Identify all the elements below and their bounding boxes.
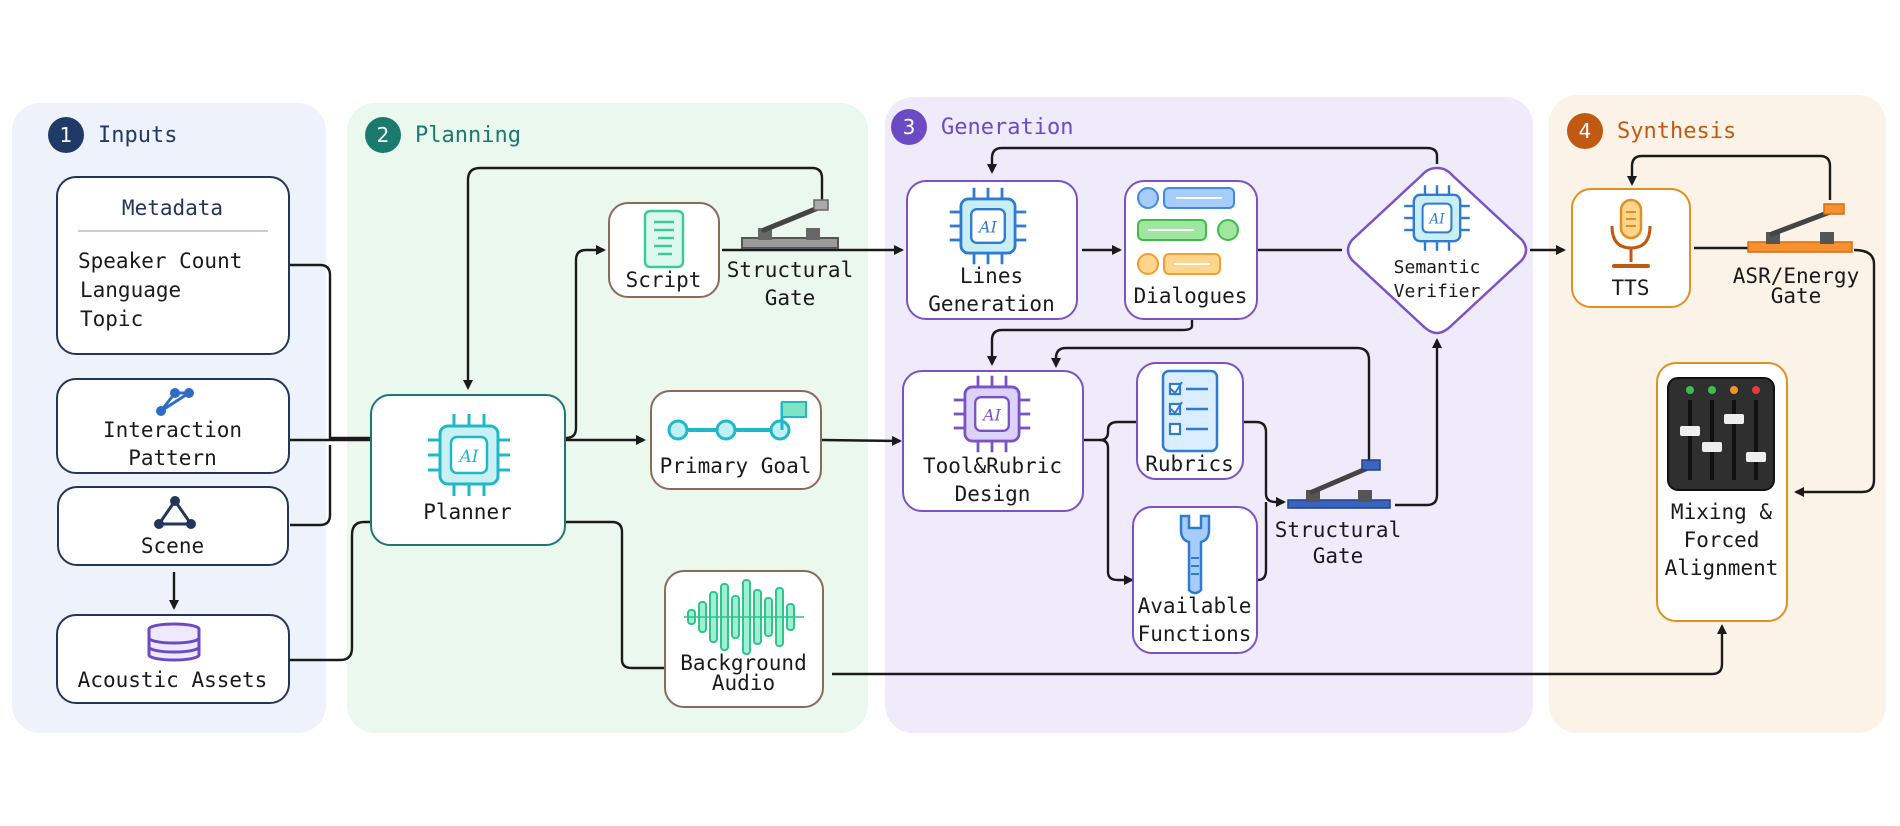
goal-flag-icon — [667, 401, 807, 441]
waveform-icon — [684, 579, 804, 655]
planner-label: Planner — [423, 500, 512, 524]
structural-gate-switch-1[interactable] — [738, 196, 842, 256]
script-card[interactable]: Script — [608, 202, 720, 298]
triangle-graph-icon — [154, 496, 196, 529]
ai-chip-icon: AI — [953, 375, 1031, 453]
interaction-pattern-card[interactable]: Interaction Pattern — [56, 378, 290, 474]
structural-gate-2-label-1: Structural — [1274, 518, 1402, 542]
lines-generation-card[interactable]: AI Lines Generation — [906, 180, 1078, 320]
dialogues-card[interactable]: Dialogues — [1124, 180, 1258, 320]
mixing-card[interactable]: Mixing & Forced Alignment — [1656, 362, 1788, 622]
database-icon — [147, 622, 201, 662]
scene-label: Scene — [140, 534, 205, 558]
metadata-speaker-count: Speaker Count — [78, 249, 243, 273]
ai-chip-icon: AI — [1404, 185, 1470, 251]
semantic-verifier-label-1: Semantic — [1393, 257, 1481, 278]
acoustic-assets-card[interactable]: Acoustic Assets — [56, 614, 290, 704]
available-functions-label-1: Available — [1137, 594, 1252, 618]
metadata-card[interactable]: Metadata Speaker Count Language Topic — [56, 176, 290, 355]
panel-number-badge: 1 — [48, 117, 84, 153]
semantic-verifier-label-2: Verifier — [1393, 281, 1481, 302]
tts-label: TTS — [1611, 276, 1650, 300]
ai-chip-icon: AI — [949, 187, 1027, 265]
background-audio-label-1: Background — [680, 651, 807, 675]
acoustic-assets-label: Acoustic Assets — [77, 668, 268, 692]
lever-switch-icon — [1287, 459, 1391, 509]
metadata-language: Language — [80, 278, 182, 302]
svg-text:AI: AI — [977, 218, 997, 237]
wrench-icon — [1179, 514, 1211, 595]
structural-gate-2-label-2: Gate — [1312, 544, 1364, 568]
ai-chip-icon: AI — [428, 414, 510, 496]
panel-number-badge: 4 — [1567, 113, 1603, 149]
structural-gate-switch-2[interactable] — [1284, 456, 1394, 516]
svg-text:AI: AI — [1427, 212, 1445, 228]
mixing-label-3: Alignment — [1664, 556, 1779, 580]
planner-card[interactable]: AI Planner — [370, 394, 566, 546]
asr-gate-label-2: Gate — [1770, 284, 1822, 308]
rubrics-label: Rubrics — [1145, 452, 1234, 476]
semantic-verifier-diamond[interactable]: AI Semantic Verifier — [1340, 164, 1534, 340]
metadata-title: Metadata — [121, 196, 224, 220]
panel-title: Planning — [415, 122, 521, 148]
panel-number-badge: 3 — [891, 109, 927, 145]
asr-gate-switch[interactable] — [1744, 200, 1856, 260]
structural-gate-1-label-1: Structural — [726, 258, 854, 282]
metadata-divider — [78, 230, 268, 232]
checklist-icon — [1161, 369, 1219, 453]
structural-gate-1-label-2: Gate — [764, 286, 816, 310]
svg-text:AI: AI — [981, 406, 1001, 425]
panel-title: Generation — [941, 114, 1074, 140]
tool-rubric-label-1: Tool&Rubric — [922, 454, 1063, 478]
panel-title: Inputs — [98, 122, 178, 148]
lines-generation-label-2: Generation — [928, 292, 1055, 316]
background-audio-label-2: Audio — [711, 671, 776, 695]
available-functions-card[interactable]: Available Functions — [1132, 506, 1258, 654]
primary-goal-label: Primary Goal — [659, 454, 812, 478]
available-functions-label-2: Functions — [1137, 622, 1252, 646]
lever-switch-icon — [741, 199, 839, 249]
lines-generation-label-1: Lines — [959, 264, 1024, 288]
scene-card[interactable]: Scene — [57, 486, 289, 566]
script-label: Script — [625, 268, 702, 292]
microphone-icon — [1610, 198, 1652, 268]
tool-rubric-design-card[interactable]: AI Tool&Rubric Design — [902, 370, 1084, 512]
asr-gate-label-1: ASR/Energy — [1732, 264, 1860, 288]
chat-bubbles-icon — [1137, 187, 1239, 275]
svg-text:AI: AI — [458, 447, 479, 467]
panel-title: Synthesis — [1617, 118, 1737, 144]
interaction-pattern-label-1: Interaction — [102, 418, 243, 442]
mixing-label-1: Mixing & — [1670, 500, 1773, 524]
document-icon — [643, 209, 685, 269]
primary-goal-card[interactable]: Primary Goal — [650, 390, 822, 490]
lever-switch-icon — [1747, 203, 1853, 253]
mixing-label-2: Forced — [1683, 528, 1760, 552]
mixer-icon — [1667, 377, 1775, 491]
rubrics-card[interactable]: Rubrics — [1136, 362, 1244, 480]
tool-rubric-label-2: Design — [954, 482, 1031, 506]
network-icon — [156, 388, 194, 416]
tts-card[interactable]: TTS — [1571, 188, 1691, 308]
dialogues-label: Dialogues — [1133, 284, 1248, 308]
panel-number-badge: 2 — [365, 117, 401, 153]
background-audio-card[interactable]: Background Audio — [664, 570, 824, 708]
interaction-pattern-label-2: Pattern — [128, 446, 217, 470]
metadata-topic: Topic — [80, 307, 144, 331]
